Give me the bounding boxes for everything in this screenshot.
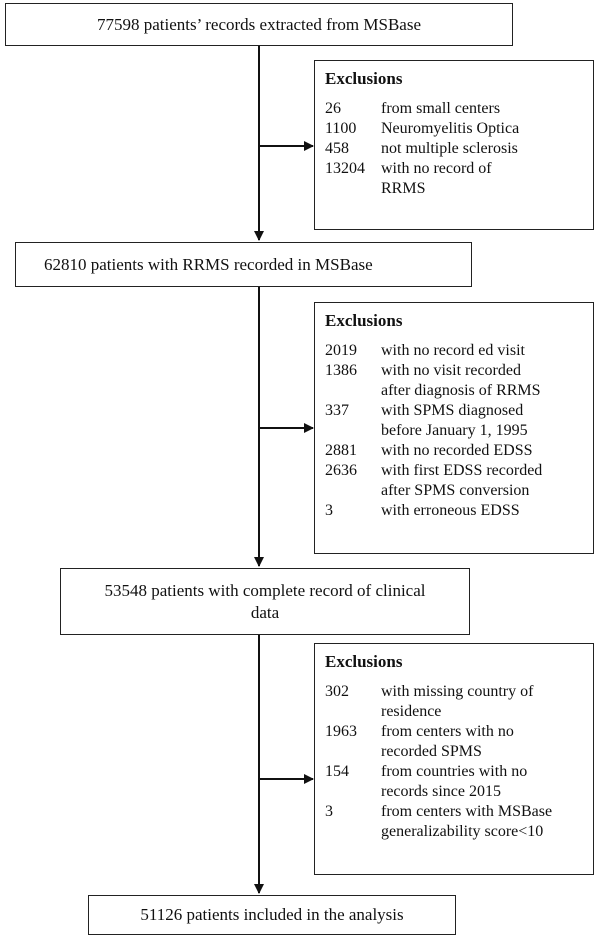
exclusions-title-3: Exclusions bbox=[325, 652, 403, 671]
exclusion-count: 13204 bbox=[325, 160, 365, 177]
exclusion-count: 302 bbox=[325, 683, 349, 700]
rrms-box-text: 62810 patients with RRMS recorded in MSB… bbox=[44, 254, 373, 274]
start-box: 77598 patients’ records extracted from M… bbox=[5, 3, 513, 46]
exclusion-row: 2019 with no record ed visit bbox=[325, 341, 583, 361]
exclusion-row: 3 from centers with MSBase generalizabili… bbox=[325, 802, 583, 842]
exclusions-box-3: Exclusions 302 with missing country of re… bbox=[314, 643, 594, 875]
exclusions-box-1: Exclusions 26 from small centers 1100 Neur… bbox=[314, 60, 594, 230]
exclusion-row: 3 with erroneous EDSS bbox=[325, 501, 583, 521]
exclusion-count: 2881 bbox=[325, 442, 357, 459]
exclusion-count: 337 bbox=[325, 402, 349, 419]
final-box-text: 51126 patients included in the analysis bbox=[140, 905, 404, 924]
exclusion-row: 154 from countries with no records since … bbox=[325, 762, 583, 802]
exclusion-count: 1386 bbox=[325, 362, 357, 379]
exclusion-reason: from centers with no recorded SPMS bbox=[381, 723, 514, 760]
exclusions-title-2: Exclusions bbox=[325, 311, 403, 330]
exclusion-row: 1963 from centers with no recorded SPMS bbox=[325, 722, 583, 762]
exclusion-reason: from small centers bbox=[381, 100, 501, 117]
exclusion-row: 1100 Neuromyelitis Optica bbox=[325, 119, 583, 139]
exclusions-title-1: Exclusions bbox=[325, 69, 403, 88]
exclusion-reason: with no record of RRMS bbox=[381, 160, 492, 197]
exclusion-row: 2636 with first EDSS recorded after SPMS … bbox=[325, 461, 583, 501]
exclusion-row: 458 not multiple sclerosis bbox=[325, 139, 583, 159]
exclusion-reason: with first EDSS recorded after SPMS conv… bbox=[381, 462, 543, 499]
exclusion-reason: with no recorded EDSS bbox=[381, 442, 533, 459]
exclusion-reason: from centers with MSBase generalizabilit… bbox=[381, 803, 553, 840]
exclusion-count: 1963 bbox=[325, 723, 357, 740]
exclusion-reason: with SPMS diagnosed before January 1, 19… bbox=[381, 402, 528, 439]
exclusion-count: 3 bbox=[325, 803, 333, 820]
rrms-box: 62810 patients with RRMS recorded in MSB… bbox=[15, 242, 472, 287]
exclusion-row: 13204 with no record of RRMS bbox=[325, 159, 583, 199]
exclusion-reason: with erroneous EDSS bbox=[381, 502, 520, 519]
exclusion-reason: from countries with no records since 201… bbox=[381, 763, 528, 800]
exclusion-row: 2881 with no recorded EDSS bbox=[325, 441, 583, 461]
exclusion-count: 3 bbox=[325, 502, 333, 519]
exclusion-reason: not multiple sclerosis bbox=[381, 140, 518, 157]
final-box: 51126 patients included in the analysis bbox=[88, 895, 456, 935]
exclusion-count: 1100 bbox=[325, 120, 357, 137]
exclusion-reason: Neuromyelitis Optica bbox=[381, 120, 520, 137]
exclusion-reason: with no record ed visit bbox=[381, 342, 525, 359]
exclusion-row: 1386 with no visit recorded after diagnos… bbox=[325, 361, 583, 401]
complete-record-box: 53548 patients with complete record of c… bbox=[60, 568, 470, 635]
exclusions-box-2: Exclusions 2019 with no record ed visit 1… bbox=[314, 302, 594, 554]
exclusion-row: 337 with SPMS diagnosed before January 1,… bbox=[325, 401, 583, 441]
exclusion-count: 154 bbox=[325, 763, 349, 780]
exclusion-count: 2636 bbox=[325, 462, 357, 479]
exclusion-count: 26 bbox=[325, 100, 341, 117]
complete-record-box-text: 53548 patients with complete record of c… bbox=[104, 580, 426, 622]
exclusion-reason: with missing country of residence bbox=[381, 683, 534, 720]
exclusion-count: 458 bbox=[325, 140, 349, 157]
exclusion-row: 302 with missing country of residence bbox=[325, 682, 583, 722]
exclusion-count: 2019 bbox=[325, 342, 357, 359]
exclusion-reason: with no visit recorded after diagnosis o… bbox=[381, 362, 541, 399]
start-box-text: 77598 patients’ records extracted from M… bbox=[96, 14, 421, 34]
exclusion-row: 26 from small centers bbox=[325, 99, 583, 119]
